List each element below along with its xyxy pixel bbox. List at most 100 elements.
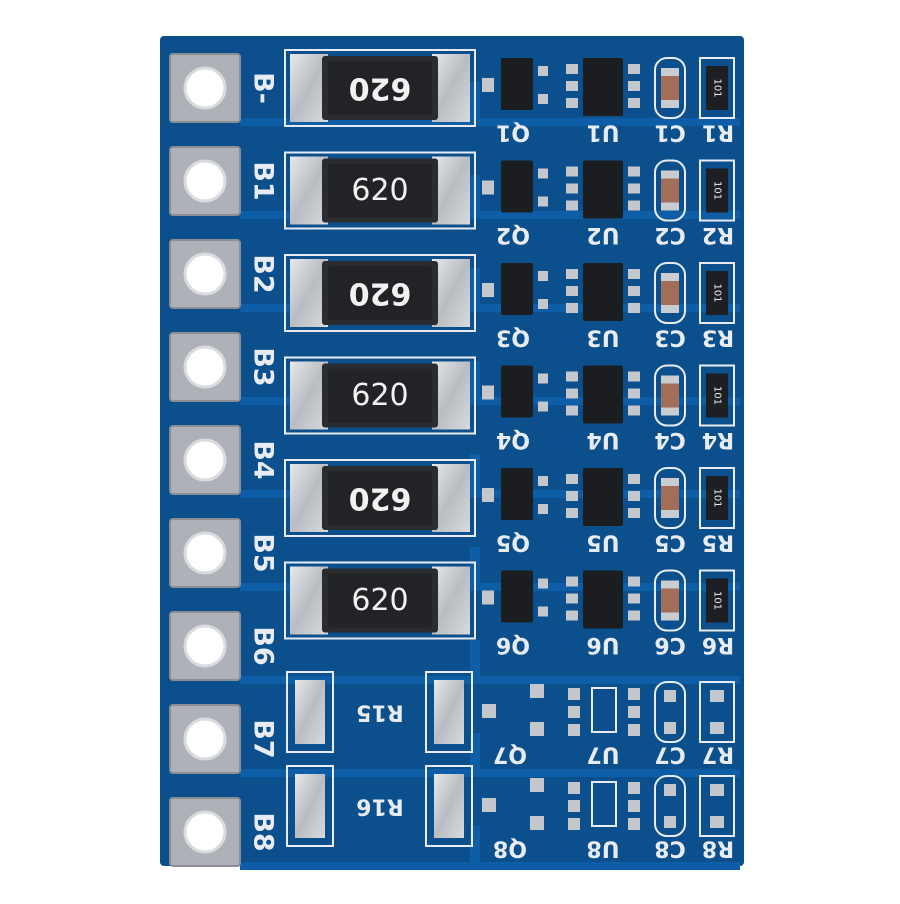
power-resistor-top — [328, 163, 432, 218]
ic-pin — [628, 98, 640, 108]
resistor-pad-left — [290, 464, 328, 532]
smd-resistor-body — [706, 476, 728, 520]
resistor-pad-left — [290, 361, 328, 430]
ic-pin — [628, 286, 640, 296]
smd-resistor-body — [706, 66, 728, 110]
cap-label: C2 — [654, 222, 685, 247]
resistor-label: R6 — [702, 632, 734, 657]
ic-pin — [566, 200, 578, 211]
trace-line — [240, 769, 740, 777]
resistor-pad — [710, 816, 724, 828]
cap-label: C7 — [654, 742, 685, 767]
mosfet-pad — [538, 504, 548, 514]
smd-resistor-code: 101 — [712, 386, 723, 405]
mosfet-pad — [482, 385, 494, 400]
ic-pad — [568, 706, 580, 718]
mosfet-label: Q4 — [496, 427, 530, 452]
resistor-pad — [710, 722, 724, 734]
cap-pad — [664, 722, 676, 734]
ic-pin — [566, 474, 578, 484]
ic-pin — [566, 610, 578, 621]
smd-resistor-body — [706, 271, 728, 315]
trace-line — [240, 676, 740, 684]
ic-pin — [566, 371, 578, 382]
cap-outline — [654, 364, 686, 427]
ic-pin — [566, 405, 578, 416]
pin-label-B-: B- — [248, 72, 279, 104]
pin-hole — [183, 717, 227, 761]
pin-label-B3: B3 — [248, 347, 279, 386]
ic-pin — [628, 593, 640, 604]
ic-pin — [628, 576, 640, 587]
cap-outline — [654, 775, 686, 837]
pin-hole — [183, 438, 227, 482]
pin-hole — [183, 624, 227, 668]
ic-outline — [591, 781, 617, 827]
ic-body — [583, 468, 623, 526]
smd-resistor-body — [706, 168, 728, 213]
footprint-outline — [425, 671, 473, 753]
ic-label: U8 — [586, 836, 619, 861]
ic-body — [583, 365, 623, 424]
resistor-pad-right — [432, 464, 470, 532]
ic-pin — [628, 610, 640, 621]
mosfet-body — [501, 160, 533, 213]
footprint-outline — [286, 671, 334, 753]
mosfet-pad — [538, 606, 548, 617]
ic-pin — [566, 491, 578, 501]
ic-body — [583, 58, 623, 116]
footprint-label: R16 — [356, 794, 404, 819]
resistor-outline — [699, 364, 735, 427]
smd-resistor-code: 101 — [712, 78, 723, 97]
resistor-label: R7 — [702, 742, 734, 767]
ic-pad — [568, 800, 580, 812]
cap-outline — [654, 569, 686, 632]
resistor-outline — [699, 681, 735, 743]
resistor-pad-left — [290, 566, 328, 635]
cap-body — [661, 375, 679, 416]
mosfet-label: Q3 — [496, 325, 530, 350]
pin-hole — [183, 252, 227, 296]
trace-line — [470, 826, 480, 866]
mosfet-label: Q7 — [493, 742, 527, 767]
resistor-pad-left — [290, 54, 328, 122]
pin-label-B2: B2 — [248, 254, 279, 293]
ic-pin — [566, 64, 578, 74]
mosfet-pad — [482, 180, 494, 195]
ic-pin — [566, 593, 578, 604]
ic-label: U6 — [586, 632, 619, 657]
resistor-outline — [699, 262, 735, 324]
mosfet-label: Q1 — [496, 120, 530, 145]
footprint-pad — [434, 774, 464, 838]
resistor-pad-right — [432, 156, 470, 225]
pin-label-B4: B4 — [248, 440, 279, 479]
resistor-pad-right — [432, 361, 470, 430]
trace-line — [240, 304, 740, 312]
resistor-outline — [699, 467, 735, 529]
footprint-label: R15 — [356, 700, 404, 725]
trace-line — [240, 583, 740, 591]
mosfet-pad — [538, 373, 548, 384]
smd-resistor-code: 101 — [712, 488, 723, 507]
pin-hole — [183, 345, 227, 389]
pin-hole — [183, 810, 227, 854]
mosfet-body — [501, 263, 533, 315]
pin-pad-4: B4 — [169, 425, 279, 495]
ic-pin — [628, 183, 640, 194]
pin-label-B8: B8 — [248, 812, 279, 851]
ic-pin — [628, 81, 640, 91]
mosfet-pad — [482, 283, 494, 297]
resistor-pad — [710, 784, 724, 796]
cap-body — [661, 68, 679, 108]
ic-pin — [566, 183, 578, 194]
cap-end — [661, 510, 679, 518]
ic-label: U4 — [586, 427, 619, 452]
footprint-outline — [425, 765, 473, 847]
cap-label: C5 — [654, 530, 685, 555]
cap-label: C8 — [654, 836, 685, 861]
